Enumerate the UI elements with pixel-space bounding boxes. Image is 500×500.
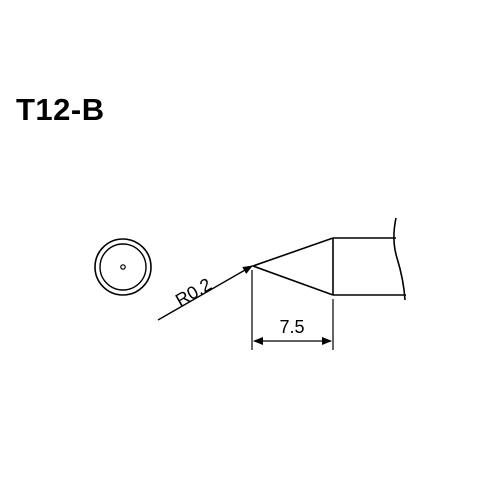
end-view-outer-circle bbox=[94, 238, 152, 296]
length-dimension: 7.5 bbox=[251, 270, 334, 350]
model-title: T12-B bbox=[16, 92, 105, 127]
radius-label: R0.2 bbox=[172, 274, 215, 310]
tip-end-view bbox=[94, 238, 152, 296]
radius-leader-line bbox=[157, 265, 253, 321]
tip-cone-outline bbox=[250, 237, 334, 296]
break-line bbox=[393, 217, 406, 301]
tip-side-view bbox=[250, 217, 406, 301]
end-view-center-dot bbox=[120, 264, 126, 270]
length-label: 7.5 bbox=[279, 317, 304, 337]
radius-callout: R0.2 bbox=[157, 265, 253, 321]
end-view-inner-circle bbox=[99, 243, 147, 291]
